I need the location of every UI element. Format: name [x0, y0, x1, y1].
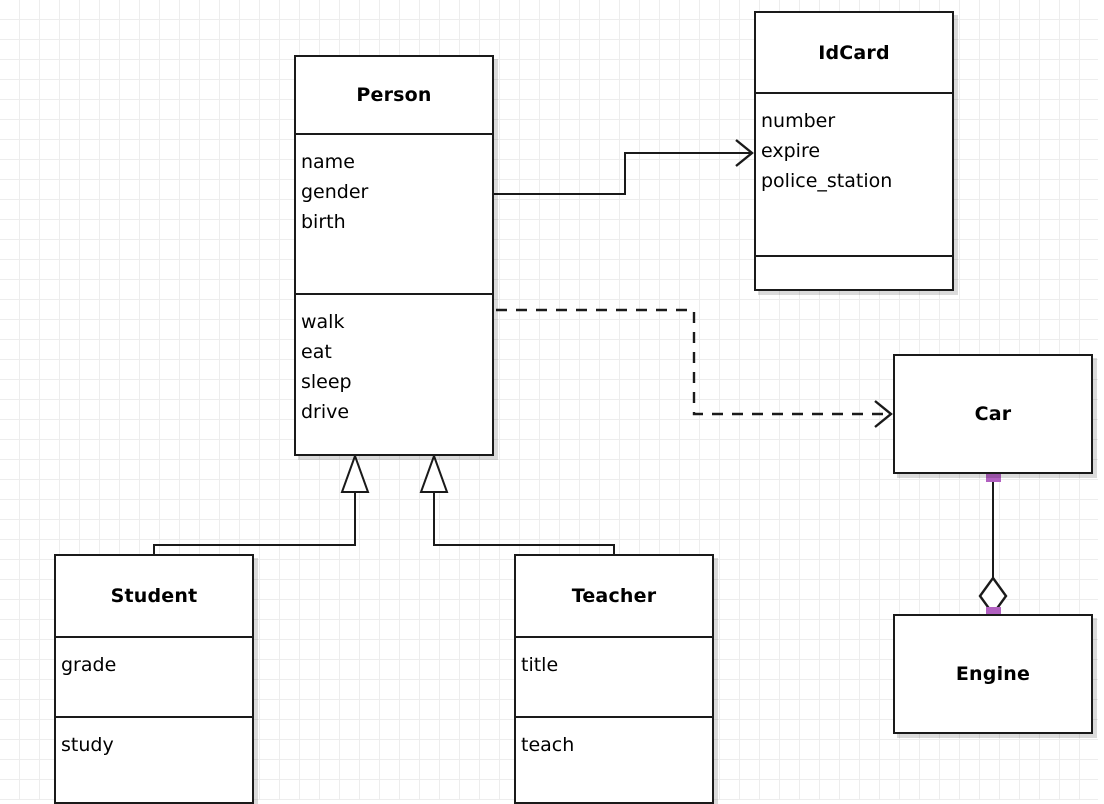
attribute-row: expire [761, 140, 821, 162]
class-attributes-person: name gender birth [296, 133, 492, 293]
operation-row: study [61, 734, 114, 756]
operation-row: walk [301, 311, 345, 333]
operation-row: drive [301, 401, 350, 423]
canvas-right-margin [1098, 0, 1104, 804]
operation-row: eat [301, 341, 332, 363]
class-box-idcard[interactable]: IdCard number expire police_station [754, 11, 954, 291]
dependency-person-car[interactable] [496, 308, 893, 428]
class-name-person: Person [356, 84, 432, 106]
class-name-car: Car [974, 403, 1012, 425]
class-box-teacher[interactable]: Teacher title teach [514, 554, 714, 804]
class-attributes-student: grade [56, 636, 252, 716]
attribute-row: number [761, 110, 836, 132]
class-name-student: Student [110, 585, 198, 607]
class-operations-student: study [56, 716, 252, 804]
class-box-car[interactable]: Car [893, 354, 1093, 474]
association-person-idcard[interactable] [494, 139, 754, 195]
attribute-row: name [301, 151, 355, 173]
class-name-teacher: Teacher [571, 585, 657, 607]
class-attributes-teacher: title [516, 636, 712, 716]
attribute-row: birth [301, 211, 346, 233]
operation-row: sleep [301, 371, 352, 393]
operation-row: teach [521, 734, 575, 756]
class-box-engine[interactable]: Engine [893, 614, 1093, 734]
class-box-person[interactable]: Person name gender birth walk eat sleep … [294, 55, 494, 456]
aggregation-car-engine[interactable] [978, 467, 1008, 622]
class-name-engine: Engine [955, 663, 1031, 685]
attribute-row: title [521, 654, 559, 676]
attribute-row: grade [61, 654, 117, 676]
attribute-row: police_station [761, 170, 893, 192]
attribute-row: gender [301, 181, 369, 203]
class-box-student[interactable]: Student grade study [54, 554, 254, 804]
class-operations-idcard [756, 255, 952, 289]
generalization-student-person[interactable] [153, 453, 370, 554]
class-operations-person: walk eat sleep drive [296, 293, 492, 456]
class-operations-teacher: teach [516, 716, 712, 804]
generalization-teacher-person[interactable] [419, 453, 615, 554]
class-name-idcard: IdCard [818, 41, 890, 64]
class-attributes-idcard: number expire police_station [756, 92, 952, 255]
